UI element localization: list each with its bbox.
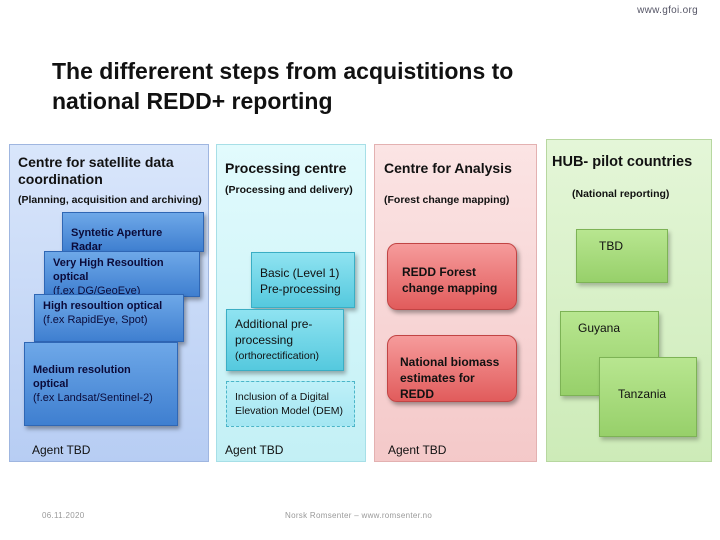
sar-card-label: Syntetic Aperture Radar: [71, 227, 163, 253]
hub-panel-title: HUB- pilot countries: [552, 154, 693, 170]
basic-preprocessing-card: Basic (Level 1) Pre-processing: [251, 252, 355, 308]
additional-card-line-2: processing: [235, 333, 294, 347]
tbd-country-card: TBD: [576, 229, 668, 283]
guyana-card-label: Guyana: [578, 321, 621, 335]
very-high-resolution-card: Very High Resoultion optical (f.ex DG/Ge…: [44, 251, 200, 297]
slide-title-line-2: national REDD+ reporting: [52, 88, 333, 114]
sar-card: Syntetic Aperture Radar: [62, 212, 204, 253]
basic-card-line-1: Basic (Level 1): [260, 266, 340, 280]
tanzania-card: Tanzania: [599, 357, 697, 437]
dem-card-line-1: Inclusion of a Digital: [235, 391, 329, 403]
analysis-agent-label: Agent TBD: [388, 443, 447, 457]
satellite-agent-label: Agent TBD: [32, 443, 91, 457]
redd-forest-change-card: REDD Forest change mapping: [387, 243, 517, 310]
high-resolution-card: High resoultion optical (f.ex RapidEye, …: [34, 294, 184, 342]
tbd-card-label: TBD: [599, 239, 623, 253]
additional-preprocessing-card: Additional pre- processing (orthorectifi…: [226, 309, 344, 371]
medium-resolution-card: Medium resolution optical (f.ex Landsat/…: [24, 342, 178, 426]
processing-agent-label: Agent TBD: [225, 443, 284, 457]
national-biomass-card: National biomass estimates for REDD: [387, 335, 517, 402]
basic-card-line-2: Pre-processing: [260, 282, 341, 296]
dem-card-line-2: Elevation Model (DEM): [235, 405, 343, 417]
biomass-card-line-2: estimates for REDD: [400, 371, 475, 401]
analysis-panel-subtitle: (Forest change mapping): [384, 194, 510, 206]
analysis-panel-title: Centre for Analysis: [384, 160, 512, 176]
satellite-panel-title: Centre for satellite data coordination: [18, 154, 206, 188]
processing-panel-subtitle: (Processing and delivery): [225, 184, 353, 196]
redd-card-line-2: change mapping: [402, 281, 498, 295]
footer-date: 06.11.2020: [42, 511, 85, 520]
additional-card-line-1: Additional pre-: [235, 317, 313, 331]
redd-card-line-1: REDD Forest: [402, 265, 477, 279]
satellite-panel-subtitle: (Planning, acquisition and archiving): [18, 194, 202, 206]
vhr-card-title: Very High Resoultion optical: [53, 257, 164, 283]
mr-card-title: Medium resolution optical: [33, 364, 131, 390]
additional-card-subtitle: (orthorectification): [235, 350, 320, 362]
mr-card-subtitle: (f.ex Landsat/Sentinel-2): [33, 392, 153, 404]
biomass-card-line-1: National biomass: [400, 355, 500, 369]
hub-panel-subtitle: (National reporting): [572, 188, 670, 200]
dem-inclusion-card: Inclusion of a Digital Elevation Model (…: [226, 381, 355, 427]
slide-title: The differerent steps from acquistitions…: [52, 56, 672, 116]
website-url: www.gfoi.org: [637, 5, 698, 16]
processing-panel-title: Processing centre: [225, 160, 347, 176]
satellite-title-line-1: Centre for satellite data: [18, 154, 174, 170]
footer-author: Norsk Romsenter – www.romsenter.no: [285, 511, 433, 520]
hr-card-title: High resoultion optical: [43, 300, 163, 312]
slide-title-line-1: The differerent steps from acquistitions…: [52, 58, 514, 84]
hr-card-subtitle: (f.ex RapidEye, Spot): [43, 314, 148, 326]
satellite-title-line-2: coordination: [18, 171, 103, 187]
tanzania-card-label: Tanzania: [618, 387, 667, 401]
